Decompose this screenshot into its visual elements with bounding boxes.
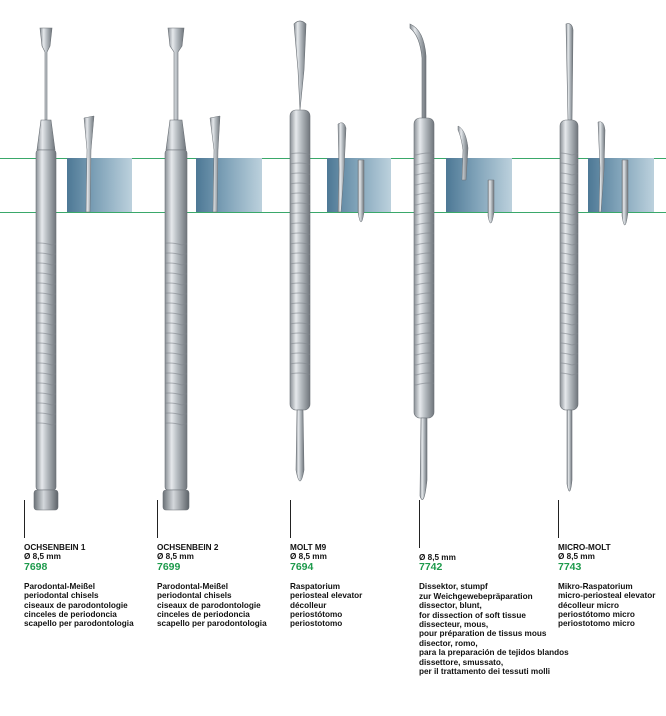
pointer-line-5 — [558, 500, 559, 538]
description-line: periodontal chisels — [24, 591, 99, 601]
description-line: periosteal elevator — [290, 591, 363, 601]
description-line: ciseaux de parodontologie — [24, 600, 128, 610]
product-description: Parodontal-Meißel periodontal chisels ci… — [24, 582, 134, 629]
product-description: Parodontal-Meißel periodontal chisels ci… — [157, 582, 267, 629]
product-name: MOLT M9 — [290, 543, 327, 552]
product-name: MICRO-MOLT — [558, 543, 611, 552]
caption-7742: Ø 8,5 mm 7742 Dissektor, stumpf zur Weic… — [419, 553, 569, 676]
instrument-7699 — [162, 27, 221, 511]
product-name: OCHSENBEIN 1 — [24, 543, 86, 552]
description-line: cinceles de periodoncia — [24, 610, 117, 620]
product-code: 7743 — [558, 560, 582, 573]
description-line: décolleur micro — [558, 600, 619, 610]
caption-7694: MOLT M9 Ø 8,5 mm 7694 Raspatorium perios… — [290, 543, 362, 629]
description-line: scapello per parodontologia — [24, 619, 134, 629]
description-line: zur Weichgewebepräparation — [419, 591, 533, 601]
instrument-7743 — [559, 23, 629, 492]
description-line: Dissektor, stumpf — [419, 582, 488, 592]
description-line: periostotomo micro — [558, 619, 635, 629]
description-line: periostótomo micro — [558, 610, 635, 620]
product-code: 7742 — [419, 561, 443, 574]
instrument-7694 — [289, 20, 365, 482]
product-diameter: Ø 8,5 mm — [558, 552, 595, 562]
product-code: 7698 — [24, 560, 48, 573]
pointer-line-2 — [157, 500, 158, 538]
pointer-line-1 — [24, 500, 25, 538]
pointer-line-3 — [290, 500, 291, 538]
description-line: micro-periosteal elevator — [558, 591, 656, 601]
product-code: 7694 — [290, 560, 314, 573]
product-diameter: Ø 8,5 mm — [290, 552, 327, 562]
description-line: ciseaux de parodontologie — [157, 600, 261, 610]
description-line: for dissection of soft tissue — [419, 610, 526, 620]
green-guide-line-bottom — [0, 212, 666, 213]
caption-7699: OCHSENBEIN 2 Ø 8,5 mm 7699 Parodontal-Me… — [157, 543, 267, 629]
detail-band-1 — [67, 158, 132, 212]
product-diameter: Ø 8,5 mm — [24, 552, 61, 562]
caption-7743: MICRO-MOLT Ø 8,5 mm 7743 Mikro-Raspatori… — [558, 543, 655, 629]
product-description: Raspatorium periosteal elevator décolleu… — [290, 582, 362, 629]
description-line: dissettore, smussato, — [419, 657, 504, 667]
product-name: OCHSENBEIN 2 — [157, 543, 219, 552]
description-line: Parodontal-Meißel — [157, 581, 228, 591]
product-diameter: Ø 8,5 mm — [157, 552, 194, 562]
description-line: periodontal chisels — [157, 591, 232, 601]
description-line: per il trattamento dei tessuti molli — [419, 667, 551, 677]
pointer-line-4 — [419, 500, 420, 548]
description-line: periostotomo — [290, 619, 343, 629]
product-diameter: Ø 8,5 mm — [419, 553, 456, 562]
product-code: 7699 — [157, 560, 181, 573]
description-line: scapello per parodontologia — [157, 619, 267, 629]
caption-7698: OCHSENBEIN 1 Ø 8,5 mm 7698 Parodontal-Me… — [24, 543, 134, 629]
description-line: Mikro-Raspatorium — [558, 581, 633, 591]
description-line: Parodontal-Meißel — [24, 581, 95, 591]
description-line: dissector, blunt, — [419, 601, 482, 611]
description-line: para la preparación de tejidos blandos — [419, 648, 569, 658]
description-line: cinceles de periodoncia — [157, 610, 250, 620]
product-description: Mikro-Raspatorium micro-periosteal eleva… — [558, 582, 655, 629]
description-line: pour préparation de tissus mous — [419, 629, 547, 639]
description-line: periostótomo — [290, 610, 343, 620]
product-description: Dissektor, stumpf zur Weichgewebepräpara… — [419, 582, 569, 676]
description-line: décolleur — [290, 600, 327, 610]
detail-band-4 — [446, 158, 512, 212]
instrument-7698 — [33, 27, 95, 511]
detail-band-2 — [196, 158, 262, 212]
instrument-7742 — [409, 23, 495, 500]
description-line: disector, romo, — [419, 638, 478, 648]
description-line: Raspatorium — [290, 581, 341, 591]
description-line: dissecteur, mous, — [419, 620, 489, 630]
